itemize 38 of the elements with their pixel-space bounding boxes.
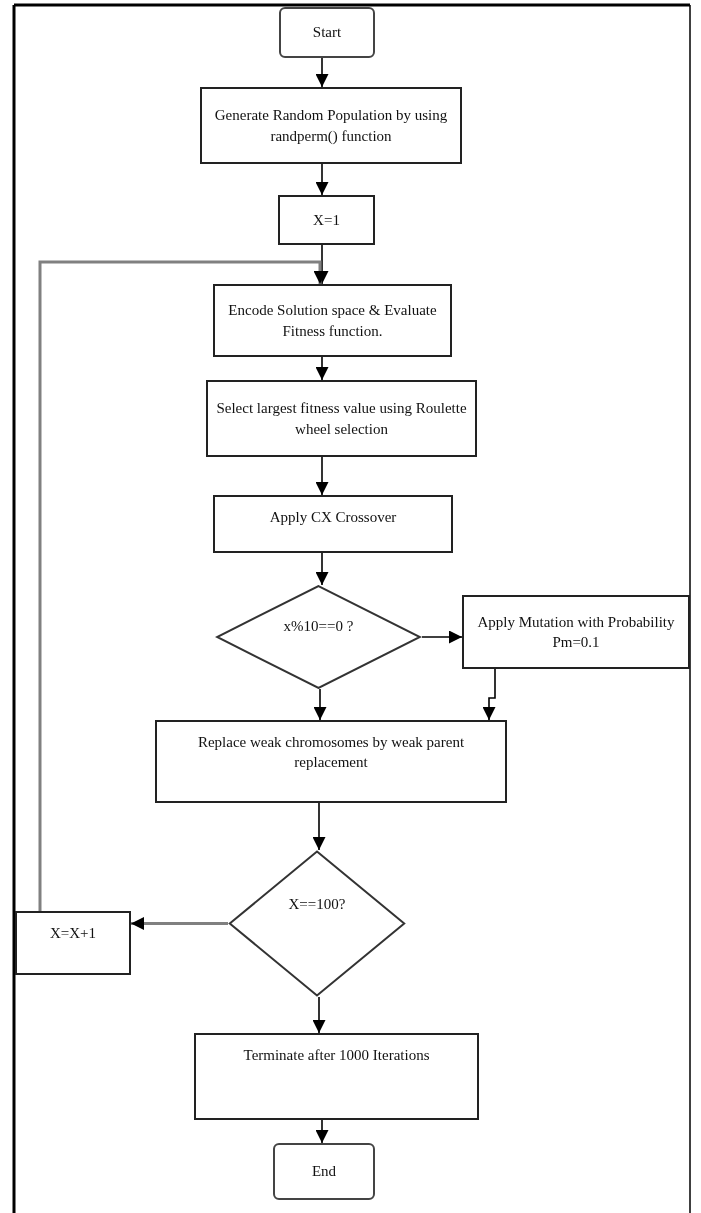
process-box (213, 495, 453, 553)
node-label: x%10==0 ? (283, 617, 354, 637)
arrow (482, 668, 496, 721)
arrow (315, 552, 329, 586)
process-box (206, 380, 477, 457)
arrow (131, 917, 228, 930)
decision-diamond (215, 585, 422, 689)
decision-diamond (228, 850, 406, 997)
node-label: Terminate after 1000 Iterations (243, 1046, 430, 1065)
node-label: Start (312, 23, 342, 43)
node-label: Select largest fitness value using Roulette wheel selection (215, 399, 468, 439)
process-box (462, 595, 690, 669)
process-box (15, 911, 131, 975)
arrow (315, 356, 329, 381)
arrow (315, 57, 329, 88)
process-box (213, 284, 452, 357)
terminal-box (279, 7, 375, 58)
arrow (312, 802, 326, 851)
arrow (315, 1119, 329, 1144)
node-label: Apply Mutation with Probability Pm=0.1 (476, 612, 676, 652)
arrow (312, 996, 326, 1034)
arrow (315, 163, 329, 196)
node-label: X==100? (288, 895, 346, 915)
process-box (194, 1033, 479, 1120)
node-label: Generate Random Population by using randperm() function (213, 106, 449, 146)
process-box (278, 195, 375, 245)
terminal-box (273, 1143, 375, 1200)
process-box (155, 720, 507, 803)
arrow (421, 630, 463, 644)
arrow (315, 456, 329, 496)
node-label: Encode Solution space & Evaluate Fitness function. (227, 301, 438, 341)
node-label: X=X+1 (49, 924, 97, 943)
node-label: Apply CX Crossover (269, 508, 397, 527)
arrow (313, 688, 327, 721)
node-label: End (311, 1162, 337, 1182)
process-box (200, 87, 462, 164)
node-label: Replace weak chromosomes by weak parent replacement (196, 733, 466, 773)
node-label: X=1 (313, 210, 340, 230)
